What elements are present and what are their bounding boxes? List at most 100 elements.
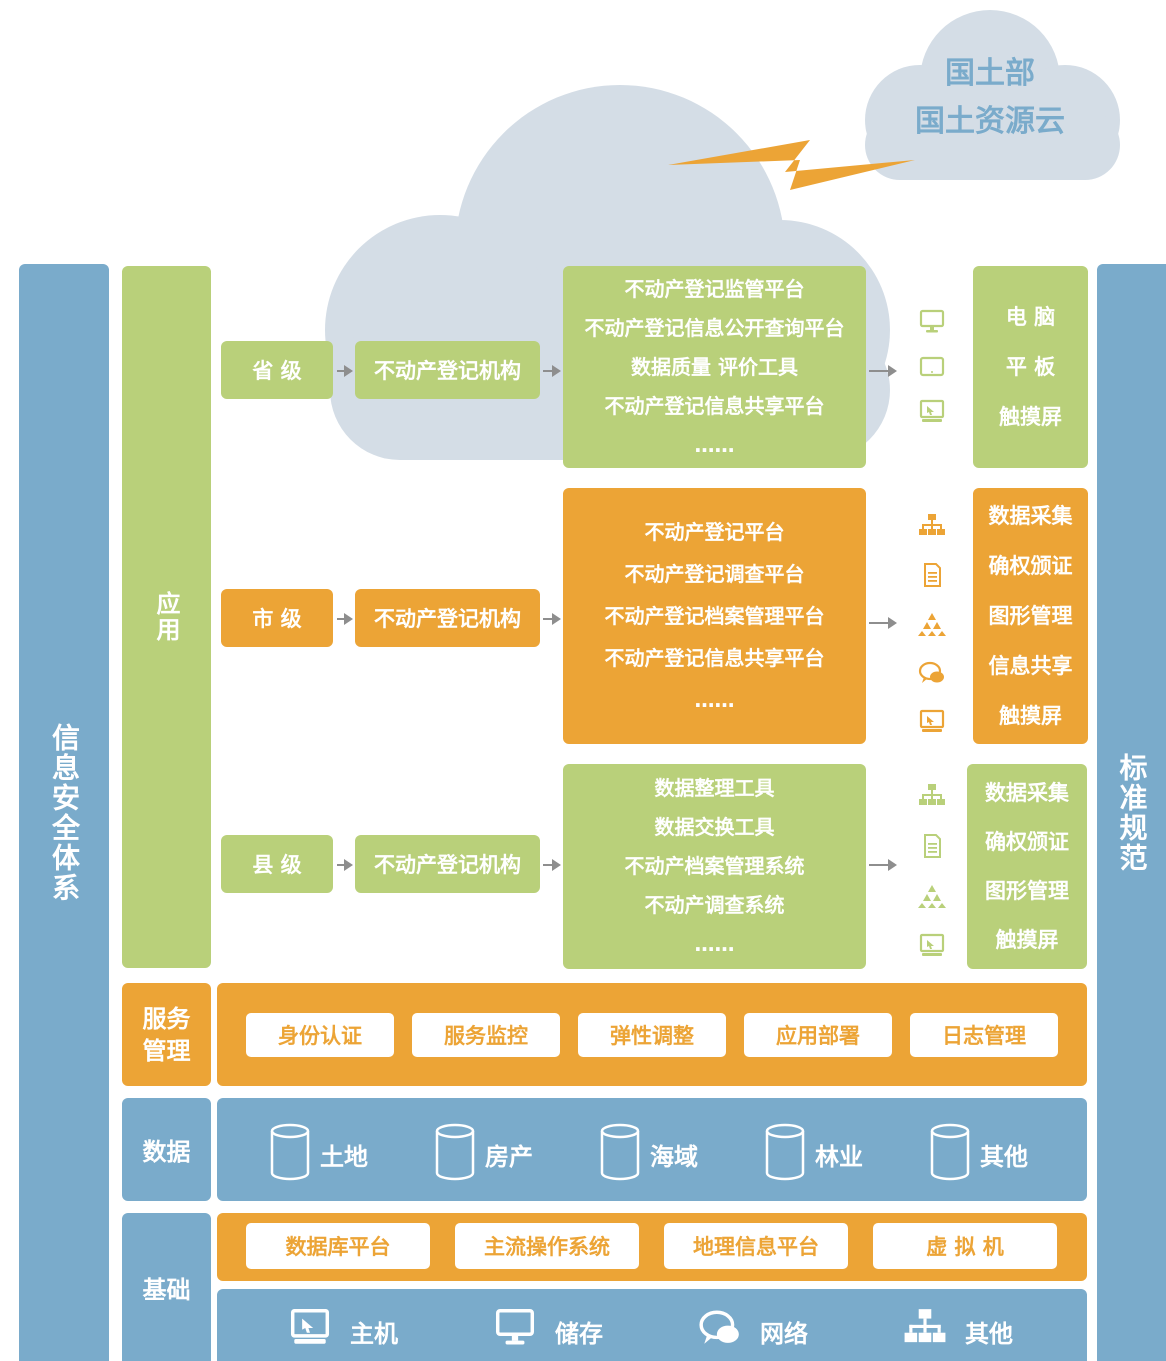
cloud-line-1: 国土部 [945,56,1035,91]
cloud-line-2: 国土资源云 [915,104,1065,139]
triangle-icon [918,882,946,910]
base-platform-0: 数据库平台 [246,1223,430,1269]
arrow-platform-to-devices-1 [869,617,897,629]
hardware-label-0: 主机 [350,1320,398,1348]
document-icon [918,561,946,589]
endpoint-item: 确权颁证 [988,554,1073,578]
hardware-label-2: 网络 [760,1320,808,1348]
platform-box-1: 不动产登记平台不动产登记调查平台不动产登记档案管理平台不动产登记信息共享平台 …… [563,488,866,744]
platform-box-2: 数据整理工具数据交换工具不动产档案管理系统不动产调查系统…… [563,764,866,969]
security-system-bar: 信息安全体系 [19,264,109,1361]
hardware-label-1: 储存 [555,1320,603,1348]
tablet-icon [918,353,946,381]
base-platform-1: 主流操作系统 [455,1223,639,1269]
arrow-platform-to-devices-0 [869,365,897,377]
arrow-org-to-platform-2 [543,859,561,871]
monitor-icon [493,1306,537,1350]
platform-item: 不动产登记调查平台 [624,562,805,586]
level-box-2: 县 级 [221,835,333,893]
database-icon [930,1123,970,1181]
platform-item: 不动产登记档案管理平台 [604,604,825,628]
org-box-2: 不动产登记机构 [355,835,540,893]
arrow-org-to-platform-1 [543,613,561,625]
monitor-icon [918,308,946,336]
endpoint-item: 平 板 [1005,355,1056,379]
endpoint-item: 数据采集 [988,504,1073,528]
document-icon [918,832,946,860]
org-box-1: 不动产登记机构 [355,589,540,647]
base-label: 基础 [142,1275,191,1304]
endpoint-item: 触摸屏 [999,405,1062,429]
platform-item: …… [694,432,735,457]
arrow-level-to-org-0 [337,365,353,377]
data-label-box: 数据 [122,1098,211,1201]
chat-icon [698,1306,742,1350]
endpoint-item: 图形管理 [988,604,1073,628]
base-platform-3: 虚 拟 机 [873,1223,1057,1269]
database-icon [435,1123,475,1181]
network-icon [918,512,946,540]
platform-item: 不动产档案管理系统 [624,854,805,878]
endpoint-item: 电 脑 [1005,305,1056,329]
data-label: 数据 [142,1138,191,1166]
touchscreen-icon [288,1306,332,1350]
org-box-0: 不动产登记机构 [355,341,540,399]
service-item-4: 日志管理 [910,1013,1058,1057]
hardware-label-3: 其他 [965,1320,1013,1348]
small-cloud [865,10,1120,180]
platform-item: …… [694,688,735,712]
base-platform-2: 地理信息平台 [664,1223,848,1269]
cloud-label: 国土部 国土资源云 [900,48,1080,148]
touchscreen-icon [918,932,946,960]
data-panel [217,1098,1087,1201]
platform-item: 不动产登记信息共享平台 [604,393,825,418]
endpoint-box-0: 电 脑平 板触摸屏 [973,266,1088,468]
service-label-box: 服务管理 [122,983,211,1086]
service-item-2: 弹性调整 [578,1013,726,1057]
platform-item: 不动产登记信息共享平台 [604,646,825,670]
endpoint-item: 信息共享 [988,654,1073,678]
endpoint-item: 触摸屏 [995,927,1059,952]
database-icon [765,1123,805,1181]
data-item-label-4: 其他 [980,1143,1028,1171]
endpoint-item: 触摸屏 [999,704,1062,728]
base-hardware-panel [217,1289,1087,1361]
arrow-level-to-org-1 [337,613,353,625]
arrow-level-to-org-2 [337,859,353,871]
endpoint-item: 确权颁证 [985,829,1069,854]
arrow-platform-to-devices-2 [869,859,897,871]
level-box-1: 市 级 [221,589,333,647]
service-item-3: 应用部署 [744,1013,892,1057]
data-item-label-1: 房产 [485,1143,533,1171]
base-label-box: 基础 [122,1213,211,1361]
arrow-org-to-platform-0 [543,365,561,377]
service-item-0: 身份认证 [246,1013,394,1057]
level-box-0: 省 级 [221,341,333,399]
data-item-label-0: 土地 [320,1143,368,1171]
touchscreen-icon [918,708,946,736]
application-bar: 应用 [122,266,211,968]
application-label: 应用 [152,591,180,643]
data-item-label-3: 林业 [815,1143,863,1171]
touchscreen-icon [918,398,946,426]
platform-item: 数据质量 评价工具 [631,354,798,379]
platform-item: 不动产登记信息公开查询平台 [584,315,845,340]
endpoint-box-2: 数据采集确权颁证图形管理触摸屏 [967,764,1087,969]
endpoint-item: 图形管理 [985,878,1069,903]
triangle-icon [918,610,946,638]
service-label: 服务管理 [142,1004,191,1065]
platform-item: 不动产调查系统 [644,893,785,917]
platform-item: 数据整理工具 [654,776,775,800]
database-icon [270,1123,310,1181]
network-icon [903,1306,947,1350]
standards-label: 标准规范 [1115,752,1149,873]
standards-bar: 标准规范 [1097,264,1166,1361]
platform-item: 不动产登记平台 [644,520,785,544]
data-item-label-2: 海域 [650,1143,698,1171]
chat-icon [918,659,946,687]
platform-item: 不动产登记监管平台 [624,276,805,301]
platform-item: …… [694,932,735,956]
database-icon [600,1123,640,1181]
endpoint-box-1: 数据采集确权颁证图形管理信息共享触摸屏 [973,488,1088,744]
endpoint-item: 数据采集 [985,780,1069,805]
